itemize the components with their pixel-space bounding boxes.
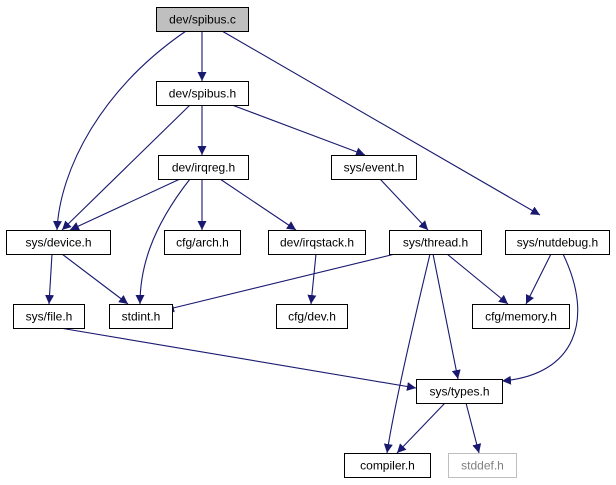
node-box (472, 304, 570, 329)
node-memory-h[interactable]: cfg/memory.h (472, 304, 570, 329)
edge-device-h-to-stdint-h (61, 253, 129, 305)
edge-types-h-to-compiler-h (396, 402, 446, 454)
node-box (164, 230, 241, 255)
node-label: sys/nutdebug.h (517, 236, 598, 250)
node-box (416, 379, 503, 404)
node-box (156, 7, 249, 32)
node-compiler-h[interactable]: compiler.h (344, 453, 431, 478)
node-box (6, 230, 111, 255)
node-label: dev/spibus.c (169, 13, 236, 27)
edge-irqreg-h-to-device-h (69, 178, 181, 231)
edge-spibus-c-to-nutdebug-h (221, 30, 541, 216)
edge-types-h-to-stddef-h (465, 402, 482, 454)
node-label: sys/event.h (344, 161, 405, 175)
edge-event-h-to-thread-h (379, 178, 429, 231)
node-label: cfg/arch.h (176, 236, 229, 250)
edges (45, 30, 579, 454)
node-label: compiler.h (360, 459, 415, 473)
edge-spibus-h-to-device-h (61, 104, 191, 231)
node-box (448, 453, 517, 478)
node-file-h[interactable]: sys/file.h (13, 304, 85, 329)
node-box (344, 453, 431, 478)
node-stdint-h[interactable]: stdint.h (109, 304, 173, 329)
node-box (389, 230, 482, 255)
node-label: stddef.h (461, 459, 504, 473)
node-box (505, 230, 610, 255)
node-irqreg-h[interactable]: dev/irqreg.h (158, 155, 249, 180)
node-box (276, 304, 348, 329)
edge-spibus-c-to-device-h (52, 30, 187, 231)
node-label: sys/types.h (429, 385, 489, 399)
edge-thread-h-to-memory-h (446, 253, 509, 305)
node-label: stdint.h (122, 310, 161, 324)
node-label: sys/device.h (25, 236, 91, 250)
node-dev-h[interactable]: cfg/dev.h (276, 304, 348, 329)
edge-irqstack-h-to-dev-h (307, 253, 317, 305)
edge-thread-h-to-types-h (432, 253, 461, 380)
node-box (331, 155, 417, 180)
node-label: dev/irqstack.h (280, 236, 354, 250)
node-stddef-h[interactable]: stddef.h (448, 453, 517, 478)
node-label: cfg/dev.h (288, 310, 336, 324)
node-types-h[interactable]: sys/types.h (416, 379, 503, 404)
node-thread-h[interactable]: sys/thread.h (389, 230, 482, 255)
edge-nutdebug-h-to-memory-h (525, 253, 552, 305)
node-spibus-c: dev/spibus.c (156, 7, 249, 32)
node-box (158, 155, 249, 180)
node-label: dev/spibus.h (169, 87, 236, 101)
node-box (109, 304, 173, 329)
node-box (156, 81, 249, 106)
edge-nutdebug-h-to-types-h (501, 253, 579, 385)
edge-device-h-to-file-h (45, 253, 55, 305)
node-label: cfg/memory.h (485, 310, 557, 324)
edge-thread-h-to-stdint-h (164, 253, 396, 313)
nodes: dev/spibus.c dev/spibus.h dev/irqreg.h sys/… (6, 7, 610, 478)
edge-spibus-h-to-event-h (231, 104, 366, 157)
edge-irqreg-h-to-stdint-h (135, 178, 191, 305)
node-nutdebug-h[interactable]: sys/nutdebug.h (505, 230, 610, 255)
node-irqstack-h[interactable]: dev/irqstack.h (268, 230, 366, 255)
node-label: sys/file.h (26, 310, 73, 324)
edge-irqreg-h-to-irqstack-h (219, 178, 297, 231)
node-label: sys/thread.h (403, 236, 468, 250)
edge-thread-h-to-compiler-h (383, 253, 431, 454)
node-device-h[interactable]: sys/device.h (6, 230, 111, 255)
edge-file-h-to-types-h (59, 327, 417, 391)
node-spibus-h[interactable]: dev/spibus.h (156, 81, 249, 106)
node-arch-h[interactable]: cfg/arch.h (164, 230, 241, 255)
node-label: dev/irqreg.h (172, 161, 235, 175)
node-box (13, 304, 85, 329)
node-box (268, 230, 366, 255)
node-event-h[interactable]: sys/event.h (331, 155, 417, 180)
